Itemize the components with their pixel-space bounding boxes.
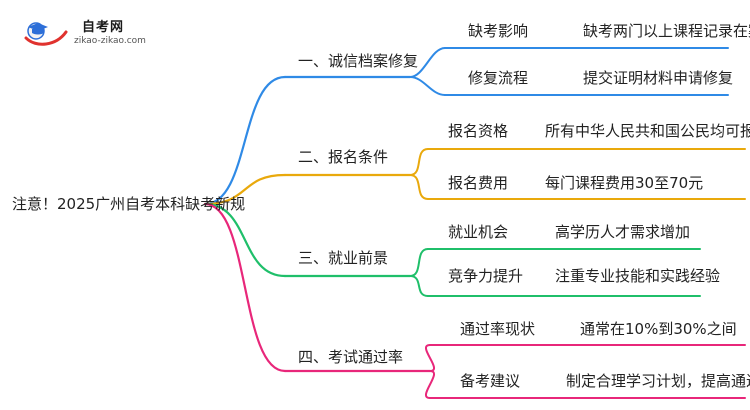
branch3-item1-key: 就业机会: [448, 223, 509, 241]
logo-subtitle: zikao-zikao.com: [74, 36, 146, 46]
graduation-cap-icon: [24, 22, 68, 46]
logo-title: 自考网: [82, 20, 125, 35]
branch2-item1-value: 所有中华人民共和国公民均可报名: [545, 122, 750, 140]
branch1-item2-value: 提交证明材料申请修复: [583, 69, 734, 87]
branch-connector: [203, 202, 287, 278]
branch-connector: [203, 173, 287, 206]
branch2-item2-key: 报名费用: [448, 174, 509, 192]
root-topic: 注意！2025广州自考本科缺考新规: [12, 195, 246, 213]
item-connector: [409, 248, 429, 277]
branch3-item2-value: 注重专业技能和实践经验: [555, 267, 721, 285]
branch4-item2-value: 制定合理学习计划，提高通过率: [566, 372, 750, 390]
item-connector: [409, 47, 446, 78]
branch4-item2-key: 备考建议: [460, 372, 521, 390]
item-connector: [409, 148, 429, 176]
branch-label-pass-rate: 四、考试通过率: [298, 348, 404, 366]
branch1-item2-key: 修复流程: [468, 69, 529, 87]
branch-label-registration: 二、报名条件: [298, 148, 389, 166]
branch1-item1-key: 缺考影响: [468, 22, 529, 40]
branch3-item2-key: 竞争力提升: [448, 267, 524, 285]
branch2-item1-key: 报名资格: [448, 122, 509, 140]
item-connector: [425, 344, 435, 372]
branch-label-integrity: 一、诚信档案修复: [298, 52, 419, 70]
branch2-item2-value: 每门课程费用30至70元: [545, 174, 704, 192]
item-connector: [409, 76, 446, 96]
item-connector: [409, 174, 429, 200]
branch3-item1-value: 高学历人才需求增加: [555, 223, 691, 241]
site-logo[interactable]: 自考网 zikao-zikao.com: [22, 12, 162, 54]
branch4-item1-value: 通常在10%到30%之间: [580, 320, 737, 338]
branch4-item1-key: 通过率现状: [460, 320, 536, 338]
item-connector: [424, 370, 436, 399]
branch-connector: [203, 75, 287, 206]
item-connector: [409, 275, 429, 297]
branch-label-employment: 三、就业前景: [298, 249, 389, 267]
branch1-item1-value: 缺考两门以上课程记录在案: [583, 22, 750, 40]
branch-connector: [203, 202, 287, 373]
